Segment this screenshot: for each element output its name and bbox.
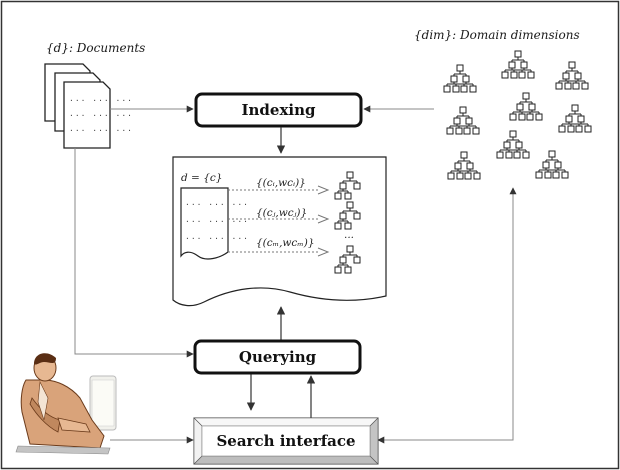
doc-line: ... ... ... bbox=[185, 215, 249, 224]
docs-to-querying-arrow bbox=[74, 148, 194, 358]
domain-dimensions-label: {dim}: Domain dimensions bbox=[414, 28, 580, 42]
doc-line: ... ... ... bbox=[69, 124, 133, 133]
concept-weight-pair: {(cᵢ,wcᵢ)} bbox=[256, 177, 306, 189]
ellipsis: ... bbox=[344, 229, 354, 241]
documents-stack-icon: ... ... ... ... ... ... ... ... ... bbox=[44, 63, 133, 149]
search-interface-label: Search interface bbox=[216, 432, 355, 450]
user-at-computer-icon bbox=[15, 353, 117, 455]
querying-box: Querying bbox=[193, 339, 362, 375]
indexing-box: Indexing bbox=[194, 92, 363, 128]
doc-line: ... ... ... bbox=[185, 232, 249, 241]
doc-line: ... ... ... bbox=[69, 94, 133, 103]
indexing-label: Indexing bbox=[242, 101, 317, 119]
search-interface-box: Search interface bbox=[193, 417, 379, 465]
doc-line: ... ... ... bbox=[69, 109, 133, 118]
doc-set-label: d = {c} bbox=[181, 172, 222, 184]
concept-weight-pair: {(cⱼ,wcⱼ)} bbox=[256, 207, 307, 219]
querying-label: Querying bbox=[239, 348, 317, 366]
documents-label: {d}: Documents bbox=[46, 41, 145, 55]
index-document: d = {c} ... ... ... ... ... ... ... ... … bbox=[172, 156, 387, 307]
search-to-dimensions-arrow bbox=[377, 187, 517, 444]
doc-line: ... ... ... bbox=[185, 198, 249, 207]
concept-weight-pair: {(cₘ,wcₘ)} bbox=[256, 237, 315, 249]
